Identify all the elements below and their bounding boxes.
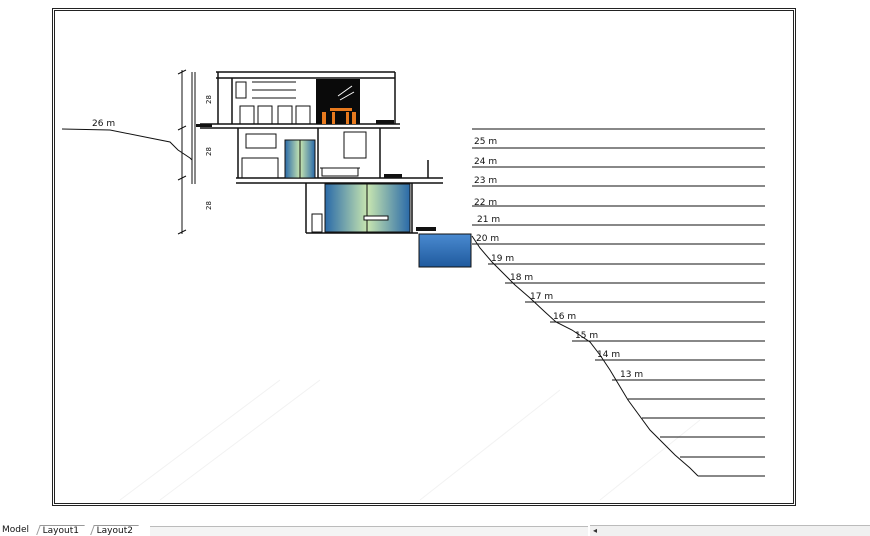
elevation-label: 17 m bbox=[530, 292, 553, 302]
horizontal-scrollbar[interactable]: ◂ bbox=[590, 525, 870, 536]
elevation-label: 15 m bbox=[575, 331, 598, 341]
dining-detail bbox=[337, 85, 355, 101]
interior-furniture bbox=[235, 81, 367, 233]
slab-markers bbox=[196, 120, 436, 231]
dimension-line bbox=[177, 69, 196, 235]
tab-strip-filler bbox=[150, 526, 588, 536]
elevation-label: 16 m bbox=[553, 312, 576, 322]
elevation-label: 19 m bbox=[491, 254, 514, 264]
dimension-labels: 28 28 28 bbox=[205, 95, 213, 210]
elevation-label: 22 m bbox=[474, 198, 497, 208]
scroll-left-arrow-icon[interactable]: ◂ bbox=[593, 526, 598, 535]
layout-tab-bar: Model Layout1 Layout2 ◂ bbox=[0, 524, 870, 536]
elevation-labels: 25 m 24 m 23 m 22 m 21 m 20 m 19 m 18 m … bbox=[92, 119, 643, 380]
elevation-lines bbox=[472, 128, 765, 477]
elevation-label: 14 m bbox=[597, 350, 620, 360]
tab-layout1[interactable]: Layout1 bbox=[36, 525, 86, 536]
swimming-pool bbox=[418, 233, 472, 268]
sink bbox=[363, 215, 389, 221]
elevation-label: 24 m bbox=[474, 157, 497, 167]
elevation-label: 20 m bbox=[476, 234, 499, 244]
tab-layout2[interactable]: Layout2 bbox=[90, 525, 140, 536]
tab-model-label: Model bbox=[2, 525, 30, 535]
elevation-label: 21 m bbox=[477, 215, 500, 225]
dining-furniture bbox=[322, 108, 356, 124]
elevation-label: 18 m bbox=[510, 273, 533, 283]
dimension-label: 28 bbox=[205, 147, 213, 156]
terrain-slope-right bbox=[471, 235, 699, 477]
terrain-slope-left bbox=[61, 128, 193, 161]
tab-model[interactable]: Model bbox=[0, 525, 34, 535]
dimension-label: 28 bbox=[205, 201, 213, 210]
elevation-label: 13 m bbox=[620, 370, 643, 380]
cad-section-drawing: 25 m 24 m 23 m 22 m 21 m 20 m 19 m 18 m … bbox=[61, 69, 765, 501]
dimension-label: 28 bbox=[205, 95, 213, 104]
building-section bbox=[200, 71, 443, 234]
elevation-label-left: 26 m bbox=[92, 119, 115, 129]
elevation-label: 23 m bbox=[474, 176, 497, 186]
background-hatch bbox=[119, 379, 701, 501]
elevation-label: 25 m bbox=[474, 137, 497, 147]
